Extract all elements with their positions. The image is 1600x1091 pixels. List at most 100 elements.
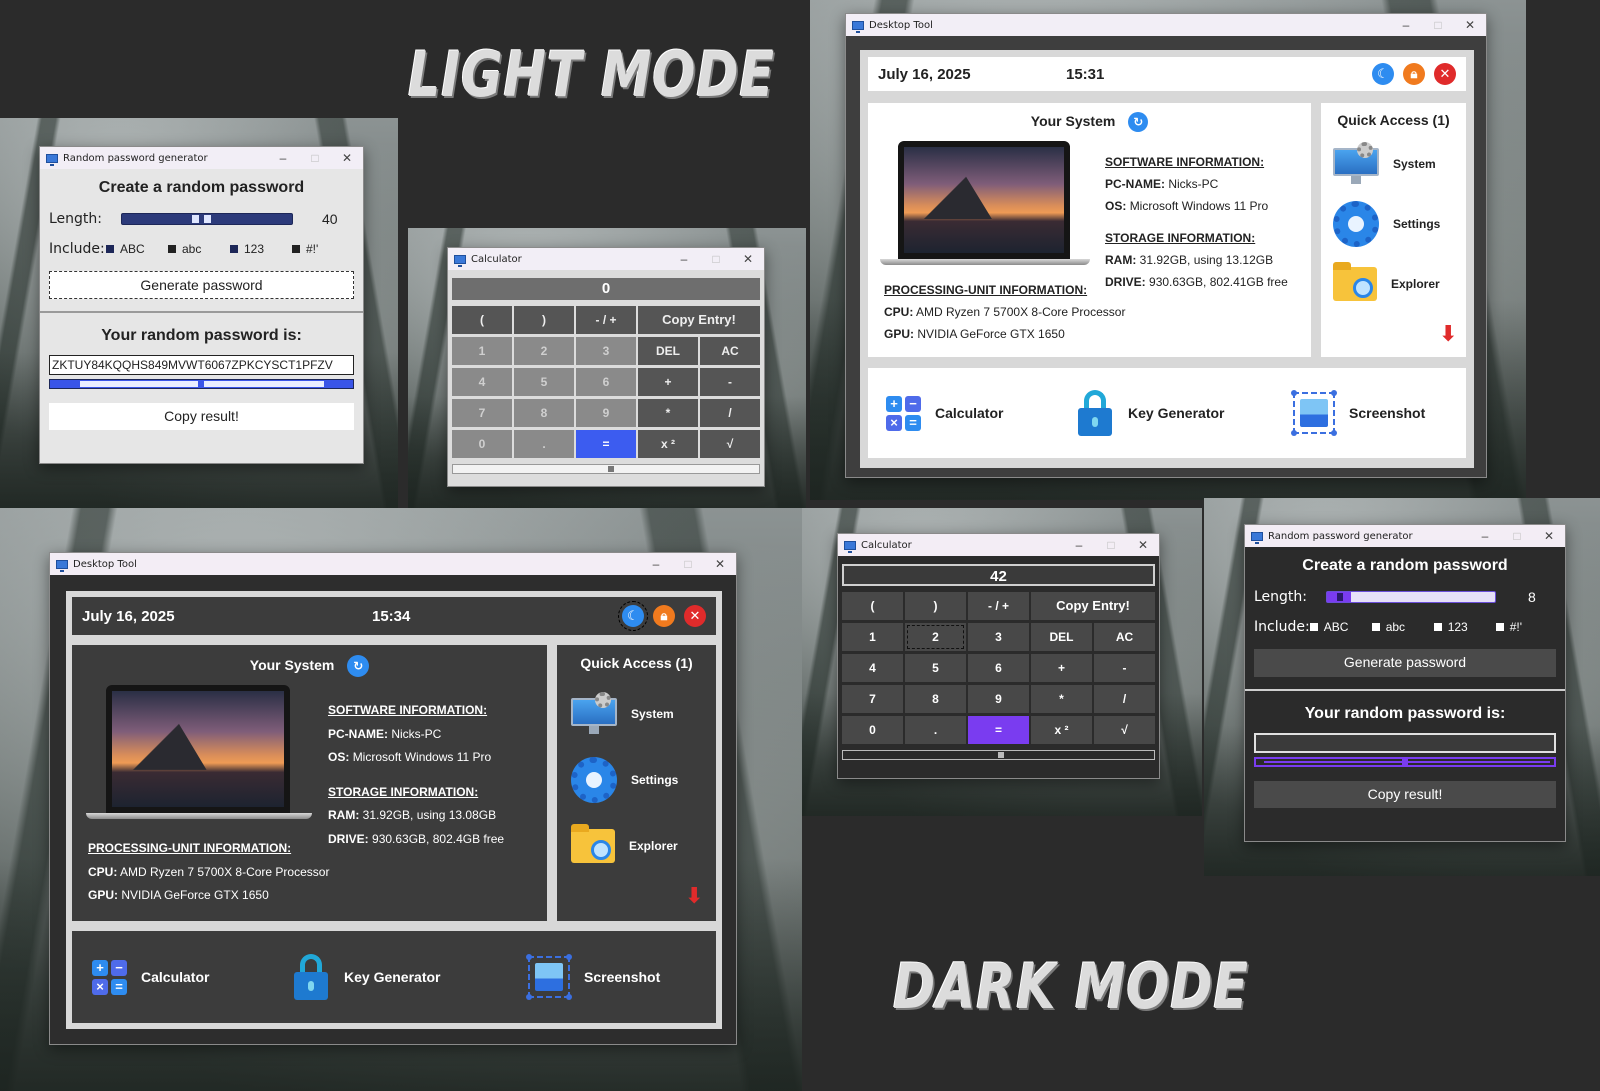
calc-key-14[interactable]: 7 [842,685,903,713]
calc-key-7[interactable]: DEL [1031,623,1092,651]
calc-key-2[interactable]: - / + [968,592,1029,620]
lock-button-icon[interactable]: 🔒︎ [1403,63,1425,85]
horizontal-scrollbar[interactable] [452,464,760,474]
calc-key-17[interactable]: * [1031,685,1092,713]
close-button[interactable]: ✕ [742,252,754,266]
calc-key-23[interactable]: √ [700,430,760,458]
calc-key-22[interactable]: x ² [1031,716,1092,744]
calc-key-21[interactable]: = [576,430,636,458]
calc-key-4[interactable]: 1 [452,337,512,365]
scroll-thumb[interactable] [998,752,1004,758]
calc-key-13[interactable]: - [700,368,760,396]
minimize-button[interactable]: – [1402,18,1410,32]
calc-key-3[interactable]: Copy Entry! [638,306,760,334]
maximize-button[interactable]: □ [684,557,692,571]
calc-key-1[interactable]: ) [514,306,574,334]
length-slider[interactable] [1326,591,1496,603]
copy-result-button[interactable]: Copy result! [1254,781,1556,808]
calc-key-6[interactable]: 3 [576,337,636,365]
theme-toggle-moon-icon[interactable]: ☾ [618,601,648,631]
calc-key-15[interactable]: 8 [514,399,574,427]
calc-key-7[interactable]: DEL [638,337,698,365]
scroll-down-arrow-icon[interactable]: ⬇ [685,883,704,908]
length-slider[interactable] [121,213,293,225]
tool-screenshot[interactable]: Screenshot [526,954,660,1000]
close-button[interactable]: ✕ [714,557,726,571]
quick-access-explorer[interactable]: Explorer [1333,254,1466,314]
horizontal-scrollbar[interactable] [842,750,1155,760]
password-output[interactable]: ZKTUY84KQQHS849MVWT6067ZPKCYSCT1PFZV [49,355,354,375]
close-button[interactable]: ✕ [1137,538,1149,552]
calc-key-19[interactable]: 0 [842,716,903,744]
minimize-button[interactable]: – [1075,538,1083,552]
exit-button-icon[interactable]: ✕ [684,605,706,627]
maximize-button[interactable]: □ [1513,529,1521,543]
calc-key-12[interactable]: + [1031,654,1092,682]
calc-key-8[interactable]: AC [700,337,760,365]
scroll-down-arrow-icon[interactable]: ⬇ [1439,321,1458,346]
calc-key-11[interactable]: 6 [968,654,1029,682]
tool-calculator[interactable]: +−×= Calculator [92,959,209,995]
calc-key-17[interactable]: * [638,399,698,427]
tool-key-generator[interactable]: Key Generator [1078,390,1224,436]
maximize-button[interactable]: □ [1107,538,1115,552]
close-button[interactable]: ✕ [1464,18,1476,32]
calc-key-9[interactable]: 4 [842,654,903,682]
minimize-button[interactable]: – [680,252,688,266]
option-numbers[interactable]: 123 [1433,620,1496,634]
option-uppercase[interactable]: ABC [106,242,168,256]
calc-key-5[interactable]: 2 [905,623,966,651]
calc-key-16[interactable]: 9 [968,685,1029,713]
calc-key-18[interactable]: / [1094,685,1155,713]
calc-key-0[interactable]: ( [452,306,512,334]
quick-access-settings[interactable]: Settings [571,747,716,813]
generate-password-button[interactable]: Generate password [49,271,354,299]
horizontal-scrollbar[interactable] [49,379,354,389]
minimize-button[interactable]: – [1481,529,1489,543]
calc-key-13[interactable]: - [1094,654,1155,682]
tool-key-generator[interactable]: Key Generator [294,954,440,1000]
calc-key-10[interactable]: 5 [905,654,966,682]
calc-key-14[interactable]: 7 [452,399,512,427]
calc-key-10[interactable]: 5 [514,368,574,396]
exit-button-icon[interactable]: ✕ [1434,63,1456,85]
maximize-button[interactable]: □ [311,151,319,165]
calc-key-2[interactable]: - / + [576,306,636,334]
password-output[interactable] [1254,733,1556,753]
theme-toggle-moon-icon[interactable]: ☾ [1372,63,1394,85]
calc-key-1[interactable]: ) [905,592,966,620]
calc-key-20[interactable]: . [514,430,574,458]
tool-screenshot[interactable]: Screenshot [1291,390,1425,436]
slider-handle[interactable] [192,215,199,223]
refresh-icon[interactable]: ↻ [1128,112,1149,132]
maximize-button[interactable]: □ [1434,18,1442,32]
close-button[interactable]: ✕ [1543,529,1555,543]
scroll-thumb[interactable] [608,466,614,472]
option-lowercase[interactable]: abc [1371,620,1434,634]
calc-key-6[interactable]: 3 [968,623,1029,651]
close-button[interactable]: ✕ [341,151,353,165]
calc-key-23[interactable]: √ [1094,716,1155,744]
calc-key-19[interactable]: 0 [452,430,512,458]
scroll-thumb[interactable] [80,381,198,387]
slider-handle[interactable] [1337,593,1343,601]
option-lowercase[interactable]: abc [168,242,230,256]
option-uppercase[interactable]: ABC [1309,620,1372,634]
calc-key-20[interactable]: . [905,716,966,744]
calc-key-11[interactable]: 6 [576,368,636,396]
minimize-button[interactable]: – [279,151,287,165]
calc-key-15[interactable]: 8 [905,685,966,713]
calc-key-5[interactable]: 2 [514,337,574,365]
calc-key-12[interactable]: + [638,368,698,396]
tool-calculator[interactable]: +−×= Calculator [886,395,1003,431]
calc-key-8[interactable]: AC [1094,623,1155,651]
minimize-button[interactable]: – [652,557,660,571]
quick-access-system[interactable]: System [571,681,716,747]
quick-access-system[interactable]: System [1333,134,1466,194]
refresh-icon[interactable]: ↻ [347,655,370,677]
quick-access-settings[interactable]: Settings [1333,194,1466,254]
horizontal-scrollbar[interactable] [1254,757,1556,767]
quick-access-explorer[interactable]: Explorer [571,813,716,879]
option-numbers[interactable]: 123 [230,242,292,256]
lock-button-icon[interactable]: 🔒︎ [653,605,675,627]
